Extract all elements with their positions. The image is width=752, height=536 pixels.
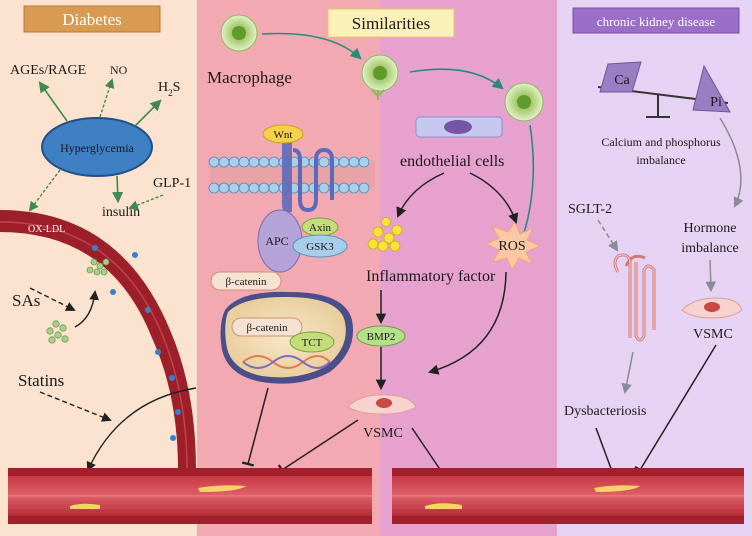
glp1-label: GLP-1: [153, 176, 191, 191]
no-label: NO: [110, 63, 128, 77]
membrane-bead: [338, 182, 350, 194]
beta-catenin-cyto-label: β-catenin: [225, 276, 267, 288]
inflammatory-dots: [367, 217, 403, 252]
membrane-bead: [228, 182, 240, 194]
endothelial-cell: [415, 116, 503, 138]
curved-vessel-inner: [0, 221, 188, 471]
diabetes-arrows: [28, 78, 197, 472]
membrane-bead: [358, 182, 370, 194]
membrane-bead: [248, 156, 260, 168]
endothelial-label: endothelial cells: [400, 153, 504, 170]
membrane-bead: [268, 182, 280, 194]
similarities-title: Similarities: [352, 14, 430, 33]
bmp2-label: BMP2: [367, 331, 396, 343]
receptor-loops: [292, 147, 334, 213]
membrane-bead: [258, 182, 270, 194]
h2s-label: H2S: [158, 80, 180, 98]
h2s-s: S: [173, 80, 181, 95]
nephron-inner: [614, 254, 655, 341]
hyperglycemia-label: Hyperglycemia: [60, 141, 134, 155]
macrophage-cell-3: [504, 82, 544, 122]
vsmc-center-cell: [347, 394, 417, 415]
ckd-arrows: [597, 117, 744, 395]
pi-label: Pi: [710, 95, 722, 110]
membrane-bead: [318, 182, 330, 194]
macrophage-cell-2: [361, 54, 399, 100]
membrane-bead: [348, 156, 360, 168]
macrophage-cell-1: [220, 14, 258, 52]
beta-catenin-cyto-node: [210, 271, 282, 291]
wnt-receptor: [282, 140, 292, 212]
membrane-bead: [348, 182, 360, 194]
ckd-title-box: chronic kidney disease: [572, 7, 740, 34]
membrane-bead: [268, 156, 280, 168]
insulin-label: insulin: [102, 205, 140, 220]
membrane-bead: [338, 156, 350, 168]
dysbacteriosis-label: Dysbacteriosis: [564, 404, 646, 419]
hormone-line2: imbalance: [681, 241, 739, 256]
membrane-bead: [318, 156, 330, 168]
hyperglycemia-node: [41, 117, 153, 177]
bmp2-node: [356, 325, 406, 347]
macrophage-label: Macrophage: [207, 68, 292, 87]
ros-node: [484, 220, 542, 272]
ckd-panel-bg: [557, 0, 752, 536]
sas-label: SAs: [12, 291, 40, 310]
hormone-line1: Hormone: [684, 221, 737, 236]
diabetes-title-box: Diabetes: [23, 5, 161, 33]
tct-label: TCT: [302, 337, 323, 349]
ox-ldl-label: OX-LDL: [28, 224, 65, 235]
membrane-bead: [258, 156, 270, 168]
curved-vessel-wall: [0, 210, 196, 470]
membrane-bead: [228, 156, 240, 168]
membrane-bead: [218, 182, 230, 194]
vsmc-center-label: VSMC: [363, 426, 403, 441]
membrane-bead: [358, 156, 370, 168]
membrane-bead: [238, 156, 250, 168]
imbalance-line2: imbalance: [636, 153, 685, 167]
ca-label: Ca: [614, 73, 630, 88]
wnt-node: [262, 124, 304, 144]
vessel-right: [392, 468, 744, 524]
axin-label: Axin: [309, 222, 332, 234]
membrane-bead: [208, 156, 220, 168]
vessel-green-granules: [86, 258, 110, 276]
gsk3-label: GSK3: [306, 241, 334, 253]
h2s-sub: 2: [168, 88, 173, 98]
ages-rage-label: AGEs/RAGE: [10, 63, 86, 78]
vessel-blue-dots: [92, 245, 181, 441]
beta-catenin-nuc-label: β-catenin: [246, 322, 288, 334]
membrane-bead: [238, 182, 250, 194]
statins-label: Statins: [18, 371, 64, 390]
imbalance-line1: Calcium and phosphorus: [601, 135, 721, 149]
inflammatory-label: Inflammatory factor: [366, 268, 496, 285]
sglt2-label: SGLT-2: [568, 202, 612, 217]
membrane-bead: [218, 156, 230, 168]
beta-catenin-nuc-node: [231, 317, 303, 337]
similarities-title-box: Similarities: [327, 8, 455, 38]
ros-label: ROS: [498, 239, 525, 254]
sas-granules: [46, 320, 69, 344]
ckd-title: chronic kidney disease: [597, 14, 716, 29]
h2s-h: H: [158, 80, 168, 95]
apc-label: APC: [265, 234, 288, 248]
membrane-bead: [248, 182, 260, 194]
wnt-label: Wnt: [274, 129, 293, 141]
membrane-bead: [208, 182, 220, 194]
vsmc-right-label: VSMC: [693, 327, 733, 342]
calcium-phosphorus-balance: [597, 61, 731, 118]
dna-helix: [242, 355, 331, 369]
tct-node: [289, 331, 335, 353]
vessel-left: [8, 468, 372, 524]
vsmc-right-cell: [681, 297, 743, 319]
gsk3-node: [292, 234, 348, 258]
diabetes-title: Diabetes: [62, 10, 121, 29]
